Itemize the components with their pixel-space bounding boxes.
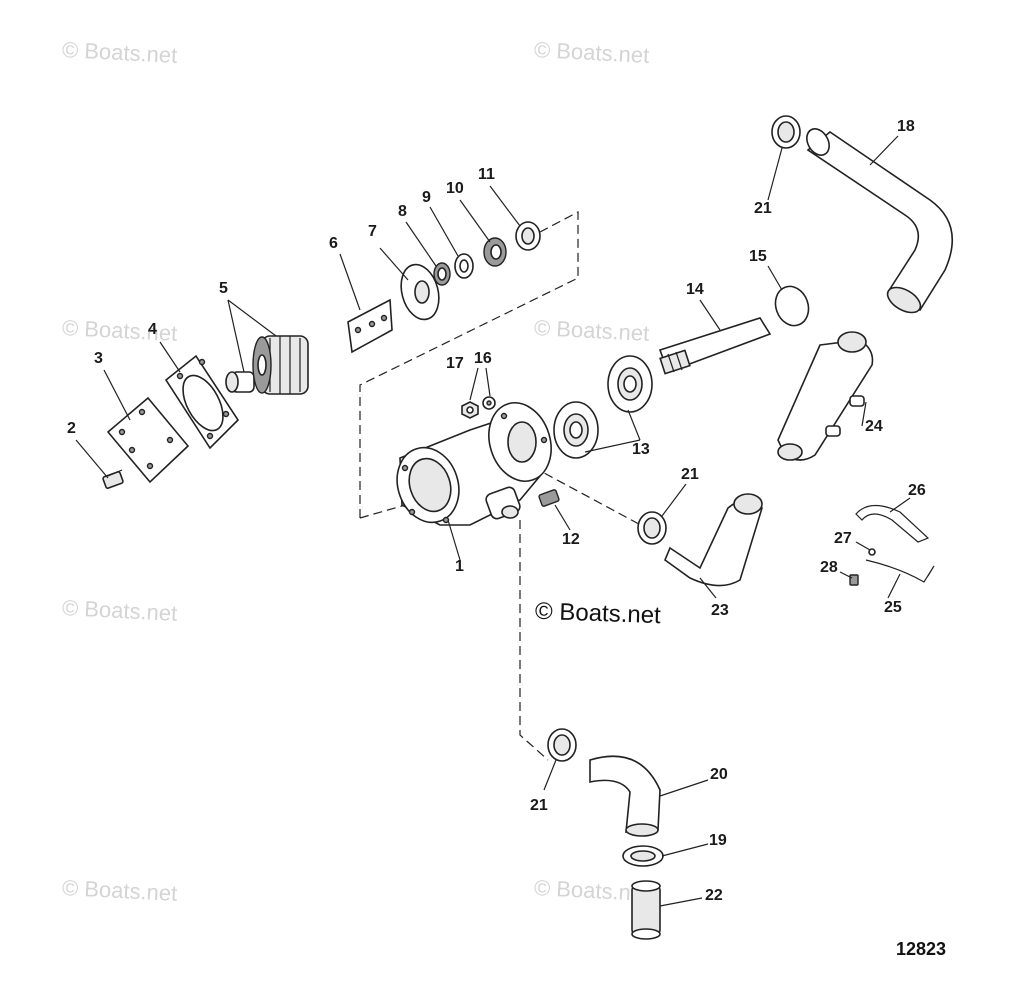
callout-23: 23 (711, 602, 729, 619)
callout-5: 5 (219, 280, 228, 297)
part-25-bracket (865, 559, 935, 583)
part-2-screw (102, 469, 124, 489)
part-15-o-ring (774, 285, 810, 327)
callout-19: 19 (709, 832, 727, 849)
part-12-fitting (538, 489, 560, 507)
center-watermark: © Boats.net (534, 597, 662, 630)
part-3-cover-plate (106, 396, 190, 484)
part-21-clamp-lower (547, 728, 577, 762)
part-17-nut (461, 401, 479, 419)
figure-number: 12823 (896, 939, 947, 959)
callout-9: 9 (422, 189, 431, 206)
callout-6: 6 (329, 235, 338, 252)
callout-24: 24 (865, 418, 883, 435)
part-5-impeller (225, 335, 309, 395)
callout-2: 2 (67, 420, 76, 437)
callout-25: 25 (884, 599, 902, 616)
callout-20: 20 (710, 766, 728, 783)
leader-lines (75, 135, 911, 907)
callout-1: 1 (455, 558, 464, 575)
part-13-bearing-a (553, 401, 599, 459)
part-8-seal (433, 262, 451, 286)
part-6-wear-plate (347, 298, 393, 354)
part-27-washer (868, 548, 876, 556)
callout-17: 17 (446, 355, 464, 372)
callout-21-middle: 21 (681, 466, 699, 483)
part-21-clamp-top (771, 115, 801, 149)
part-1-pump-housing (396, 402, 552, 526)
callout-4: 4 (148, 321, 157, 338)
callout-3: 3 (94, 350, 103, 367)
part-19-clamp (622, 845, 664, 867)
callout-16: 16 (474, 350, 492, 367)
part-11-ring (515, 221, 541, 251)
part-13-bearing-b (607, 355, 653, 413)
part-4-gasket (164, 354, 240, 450)
part-9-washer (454, 253, 474, 279)
callout-11: 11 (478, 166, 495, 183)
part-20-elbow-hose (589, 755, 661, 837)
part-7-plate (400, 263, 440, 321)
part-21-clamp-middle (637, 511, 667, 545)
callout-27: 27 (834, 530, 852, 547)
part-26-clip (855, 504, 930, 543)
part-16-washer (482, 396, 496, 410)
callout-7: 7 (368, 223, 377, 240)
callout-21-top: 21 (754, 200, 772, 217)
callout-18: 18 (897, 118, 915, 135)
callout-26: 26 (908, 482, 926, 499)
callout-12: 12 (562, 531, 580, 548)
callout-21-lower: 21 (530, 797, 548, 814)
callout-15: 15 (749, 248, 767, 265)
callout-22: 22 (705, 887, 723, 904)
assembly-guide-lines (359, 211, 651, 761)
callout-8: 8 (398, 203, 407, 220)
callout-28: 28 (820, 559, 838, 576)
part-22-coupling (631, 880, 661, 940)
part-23-elbow-hose (664, 493, 763, 587)
part-10-seal (483, 237, 507, 267)
part-28-screw (849, 574, 859, 586)
callout-14: 14 (686, 281, 704, 298)
part-14-shaft (658, 317, 772, 375)
part-18-elbow-hose (806, 128, 953, 314)
part-24-muffler (777, 331, 874, 461)
callout-10: 10 (446, 180, 464, 197)
callout-13: 13 (632, 441, 650, 458)
